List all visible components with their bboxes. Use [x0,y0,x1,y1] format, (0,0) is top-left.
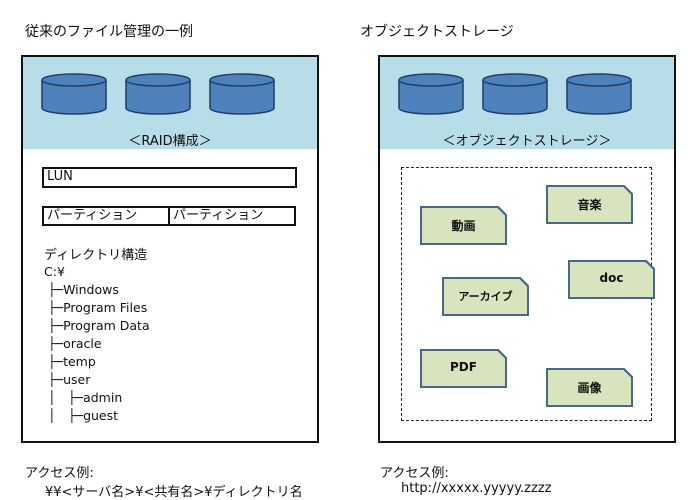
disk-icon [398,73,464,115]
object-label: doc [599,271,624,285]
tree-connector: │ ├─ [48,408,84,423]
tree-item-label: user [63,372,91,387]
tree-title: ディレクトリ構造 [44,248,148,263]
disk-icon [482,73,548,115]
object-shape [442,277,529,316]
tree-item: ├─Program Files [48,299,150,317]
tree-item: ├─temp [48,353,150,371]
object-label: 画像 [577,381,602,395]
tree-item: ├─Windows [48,281,150,299]
tree-connector: ├─ [48,318,64,333]
directory-tree: ├─Windows ├─Program Files ├─Program Data… [48,281,150,425]
object-label: 音楽 [577,198,602,212]
object-shape [420,206,507,245]
raid-label: ＜RAID構成＞ [128,134,212,149]
object-pdf: PDF [420,349,507,388]
tree-item: │ ├─guest [48,407,150,425]
partition-box: パーティション [42,206,170,226]
object-shape [568,260,655,299]
object-shape [546,185,633,224]
tree-root: C:¥ [44,264,65,279]
tree-item-label: Windows [63,282,119,297]
tree-item-label: temp [63,354,96,369]
tree-item-label: Program Files [63,300,148,315]
object-archive: アーカイブ [442,277,529,316]
right-access-label: アクセス例: [380,466,449,481]
lun-label: LUN [47,169,73,184]
lun-box: LUN [42,167,297,188]
tree-connector: │ ├─ [48,390,84,405]
tree-item: ├─user [48,371,150,389]
disk-icon [125,73,191,115]
raid-band: ＜RAID構成＞ [23,57,317,149]
tree-item: │ ├─admin [48,389,150,407]
object-shape [420,349,507,388]
partition-label: パーティション [173,208,264,223]
tree-item-label: admin [83,390,123,405]
object-video: 動画 [420,206,507,245]
tree-item: ├─Program Data [48,317,150,335]
partition-box: パーティション [168,206,296,226]
disk-icon [209,73,275,115]
tree-item: ├─oracle [48,335,150,353]
tree-connector: ├─ [48,372,64,387]
object-label: アーカイブ [458,290,513,303]
tree-connector: ├─ [48,300,64,315]
object-storage-label: ＜オブジェクトストレージ＞ [442,134,612,149]
tree-item-label: oracle [63,336,102,351]
object-label: PDF [450,360,477,374]
partition-label: パーティション [47,208,138,223]
object-image: 画像 [546,368,633,407]
object-label: 動画 [451,219,476,233]
object-shape [546,368,633,407]
disk-icon [41,73,107,115]
object-doc: doc [568,260,655,299]
left-access-example: ¥¥<サーバ名>¥<共有名>¥ディレクトリ名 [45,485,303,500]
tree-connector: ├─ [48,354,64,369]
disk-icon [566,73,632,115]
right-heading: オブジェクトストレージ [360,24,514,40]
tree-connector: ├─ [48,282,64,297]
object-music: 音楽 [546,185,633,224]
tree-item-label: guest [83,408,119,423]
right-access-example: http://xxxxx.yyyyy.zzzz [401,481,552,496]
object-storage-panel: ＜オブジェクトストレージ＞ 動画 音楽 アーカイブ doc [378,55,676,443]
left-access-label: アクセス例: [25,466,94,481]
tree-connector: ├─ [48,336,64,351]
traditional-storage-panel: ＜RAID構成＞ LUN パーティション パーティション ディレクトリ構造 C:… [21,55,319,443]
object-storage-band: ＜オブジェクトストレージ＞ [380,57,674,149]
tree-item-label: Program Data [63,318,150,333]
left-heading: 従来のファイル管理の一例 [25,24,193,40]
